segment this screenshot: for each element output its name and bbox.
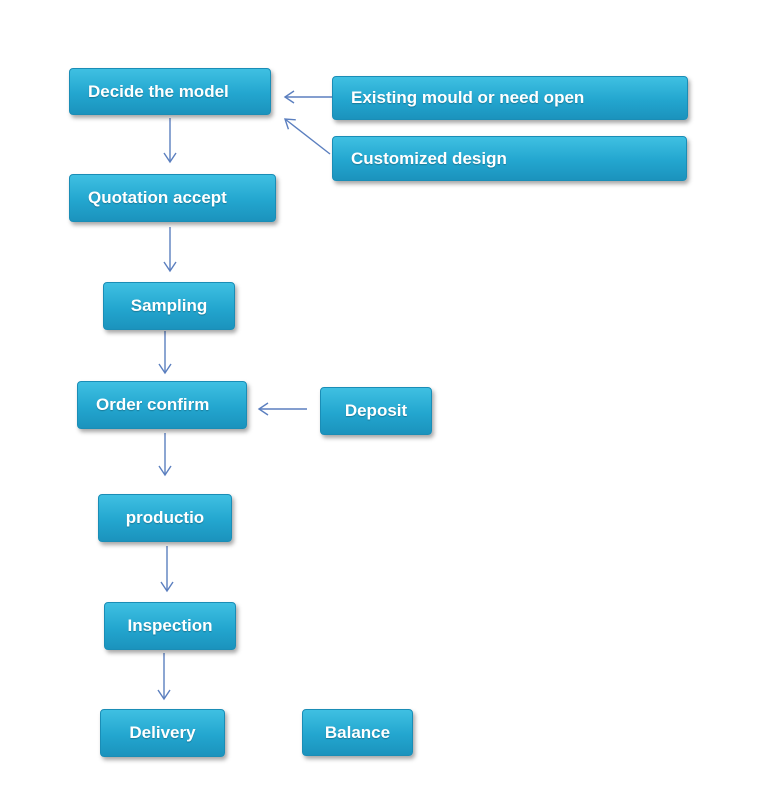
node-sampling: Sampling (103, 282, 235, 330)
node-production: productio (98, 494, 232, 542)
node-decide-the-model: Decide the model (69, 68, 271, 115)
node-inspection: Inspection (104, 602, 236, 650)
node-quotation-accept: Quotation accept (69, 174, 276, 222)
node-existing-mould: Existing mould or need open (332, 76, 688, 120)
node-delivery: Delivery (100, 709, 225, 757)
node-customized-design: Customized design (332, 136, 687, 181)
arrow-customized-to-decide (284, 118, 331, 155)
node-order-confirm: Order confirm (77, 381, 247, 429)
node-deposit: Deposit (320, 387, 432, 435)
node-balance: Balance (302, 709, 413, 756)
